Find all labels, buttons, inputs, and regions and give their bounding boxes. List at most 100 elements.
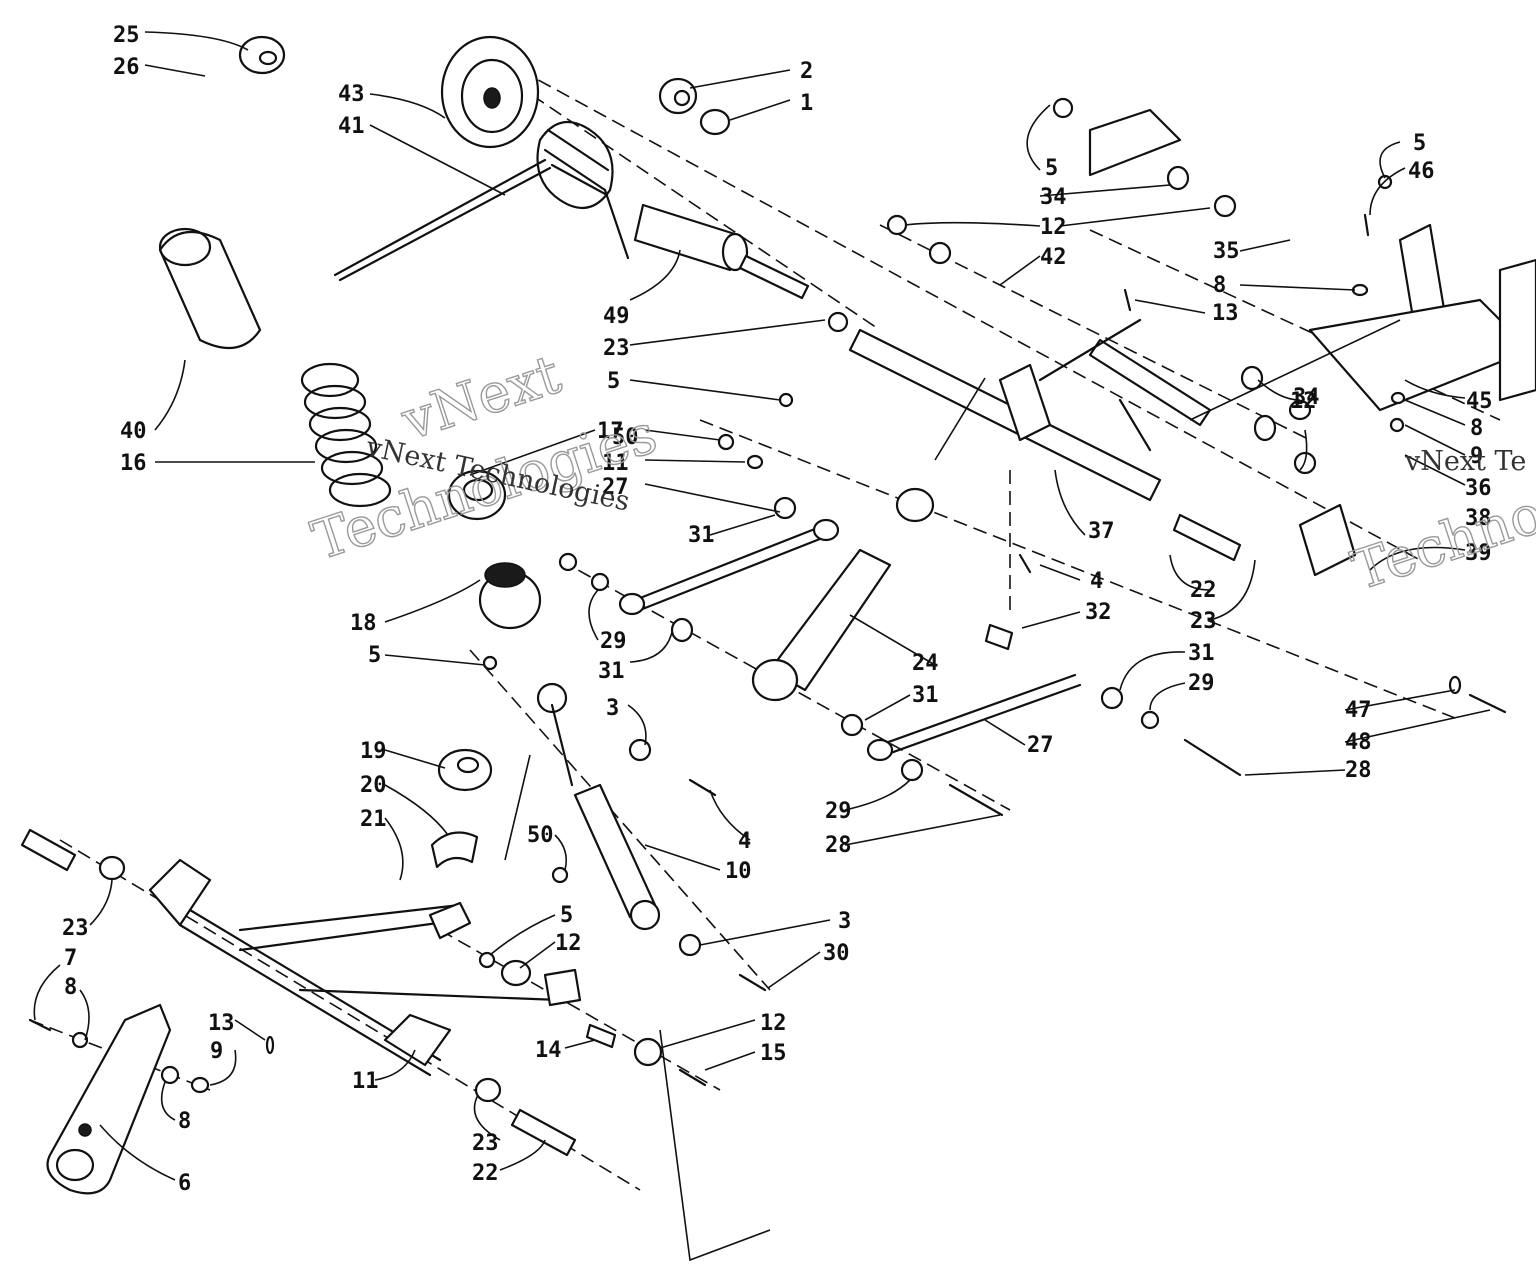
bushing-32: [984, 623, 1014, 651]
callout-22: 22: [472, 1161, 499, 1186]
callout-12: 12: [1040, 215, 1067, 240]
callout-12: 12: [760, 1011, 787, 1036]
sleeve-22: [1172, 513, 1242, 562]
callout-47: 47: [1345, 698, 1372, 723]
callout-4: 4: [1090, 569, 1103, 594]
callout-4: 4: [738, 829, 751, 854]
callout-5: 5: [607, 369, 620, 394]
snap-ring-1: [699, 108, 731, 136]
tube-left: [20, 828, 577, 1157]
callout-29: 29: [825, 799, 852, 824]
callout-32: 32: [1085, 600, 1112, 625]
callout-6: 6: [178, 1171, 191, 1196]
callout-5: 5: [368, 643, 381, 668]
callout-31: 31: [912, 683, 939, 708]
callout-28: 28: [825, 833, 852, 858]
callout-23: 23: [472, 1131, 499, 1156]
callout-34: 34: [1040, 185, 1067, 210]
callout-8: 8: [178, 1109, 191, 1134]
pivot-block-38: [1298, 503, 1357, 577]
callout-15: 15: [760, 1041, 787, 1066]
callout-13: 13: [1212, 301, 1239, 326]
callout-10: 10: [725, 859, 752, 884]
callout-45: 45: [1466, 389, 1493, 414]
callout-12: 12: [1290, 389, 1317, 414]
callout-18: 18: [350, 611, 377, 636]
torsion-spring-41: [333, 120, 630, 282]
link-arm-6: [46, 1003, 172, 1195]
front-arm-11: [148, 858, 582, 1077]
callout-25: 25: [113, 23, 140, 48]
bearing-2: [658, 77, 698, 115]
callout-13: 13: [208, 1011, 235, 1036]
callout-26: 26: [113, 55, 140, 80]
callout-9: 9: [1470, 444, 1483, 469]
spring-cover-40: [158, 227, 262, 350]
bushing-23-lower: [98, 855, 502, 1103]
idler-wheel-43: [440, 35, 540, 149]
callout-12: 12: [555, 931, 582, 956]
callout-24: 24: [912, 651, 939, 676]
callout-3: 3: [606, 696, 619, 721]
callout-27: 27: [602, 475, 629, 500]
pin-near-49: [738, 254, 810, 300]
callout-14: 14: [535, 1038, 562, 1063]
callout-17: 17: [597, 419, 624, 444]
callout-5: 5: [1045, 156, 1058, 181]
coil-spring-16: [300, 362, 392, 508]
callout-11: 11: [602, 451, 629, 476]
callout-31: 31: [688, 523, 715, 548]
callout-35: 35: [1213, 239, 1240, 264]
rear-shock-24: [751, 487, 935, 702]
watermark-right-text: vNext Te: [1404, 446, 1526, 477]
callout-28: 28: [1345, 758, 1372, 783]
callout-34: 34: [1293, 385, 1320, 410]
callout-20: 20: [360, 773, 387, 798]
front-shock-10: [536, 682, 661, 931]
callout-21: 21: [360, 807, 387, 832]
callout-16: 16: [120, 451, 147, 476]
clip-20: [430, 831, 479, 869]
callout-7: 7: [64, 946, 77, 971]
callout-29: 29: [1188, 671, 1215, 696]
callout-2: 2: [800, 59, 813, 84]
callout-9: 9: [210, 1039, 223, 1064]
callout-46: 46: [1408, 159, 1435, 184]
collar-25: [238, 35, 286, 75]
callout-23: 23: [62, 916, 89, 941]
callout-29: 29: [600, 629, 627, 654]
callout-49: 49: [603, 304, 630, 329]
callout-40: 40: [120, 419, 147, 444]
callout-1: 1: [800, 91, 813, 116]
watermark-right-techno: Techno: [1345, 482, 1536, 603]
callout-3: 3: [838, 909, 851, 934]
callout-22: 22: [1190, 578, 1217, 603]
callout-numbers: 25 26 43 41 2 1 49 23 40 16 17 50 11 27 …: [62, 23, 1493, 1196]
rear-frame-45: [1308, 223, 1536, 412]
callout-19: 19: [360, 739, 387, 764]
callout-5: 5: [1413, 131, 1426, 156]
callout-8: 8: [1470, 416, 1483, 441]
callout-23: 23: [603, 336, 630, 361]
spring-seat-17: [447, 469, 507, 521]
leader-lines: [33, 31, 1491, 1262]
callout-38: 38: [1465, 506, 1492, 531]
callout-31: 31: [1188, 641, 1215, 666]
callout-48: 48: [1345, 730, 1372, 755]
callout-41: 41: [338, 114, 365, 139]
callout-11: 11: [352, 1069, 379, 1094]
adjuster-18: [478, 562, 542, 630]
bushing-49: [633, 203, 749, 272]
nuts-and-spacers: [71, 97, 1462, 1094]
callout-37: 37: [1088, 519, 1115, 544]
rear-link-27-upper: [618, 518, 840, 616]
callout-8: 8: [1213, 273, 1226, 298]
rear-link-27-lower: [866, 673, 1082, 762]
callout-23: 23: [1190, 609, 1217, 634]
cross-shaft-37: [848, 318, 1212, 502]
callout-39: 39: [1465, 541, 1492, 566]
callout-36: 36: [1465, 476, 1492, 501]
callout-42: 42: [1040, 245, 1067, 270]
callout-50: 50: [612, 425, 639, 450]
